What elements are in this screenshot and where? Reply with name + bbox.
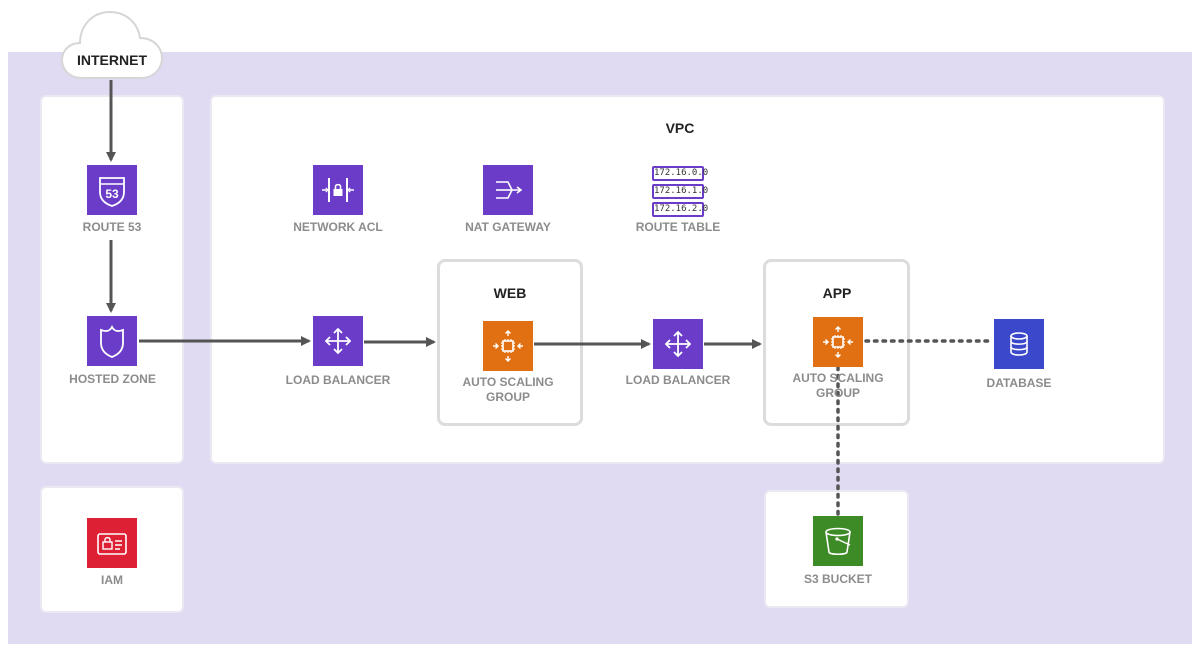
hosted-zone-label: HOSTED ZONE — [69, 372, 156, 386]
route53-badge: 53 — [105, 187, 119, 201]
asg-web-label: AUTO SCALING GROUP — [462, 375, 554, 404]
web-group-title: WEB — [493, 285, 527, 301]
route53-label: ROUTE 53 — [82, 220, 142, 234]
route-table-entry: 172.16.1.0 — [652, 184, 708, 199]
route-table-entry: 172.16.2.0 — [652, 202, 708, 217]
app-group-title: APP — [822, 285, 852, 301]
auto-scaling-icon — [483, 321, 533, 371]
lb-web-label: LOAD BALANCER — [285, 373, 391, 387]
iam-icon — [87, 518, 137, 568]
internet-cloud — [60, 8, 164, 80]
lb-app-label: LOAD BALANCER — [625, 373, 731, 387]
route53-shield-icon: 53 — [87, 165, 137, 215]
vpc-title: VPC — [665, 120, 695, 136]
iam-label: IAM — [101, 573, 123, 587]
auto-scaling-icon — [813, 317, 863, 367]
asg-app-label: AUTO SCALING GROUP — [792, 371, 884, 400]
s3-label: S3 BUCKET — [803, 572, 872, 586]
shield-icon — [87, 316, 137, 366]
route-table-icon: 172.16.0.0 172.16.1.0 172.16.2.0 — [652, 166, 708, 217]
load-balancer-icon — [313, 316, 363, 366]
database-icon — [994, 319, 1044, 369]
route-table-label: ROUTE TABLE — [635, 220, 721, 234]
load-balancer-icon — [653, 319, 703, 369]
internet-label: INTERNET — [77, 52, 147, 68]
bucket-icon — [813, 516, 863, 566]
nat-gateway-label: NAT GATEWAY — [465, 220, 551, 234]
network-acl-icon — [313, 165, 363, 215]
nat-gateway-icon — [483, 165, 533, 215]
network-acl-label: NETWORK ACL — [293, 220, 383, 234]
route-table-entry: 172.16.0.0 — [652, 166, 708, 181]
database-label: DATABASE — [986, 376, 1052, 390]
vpc-panel — [210, 95, 1165, 464]
